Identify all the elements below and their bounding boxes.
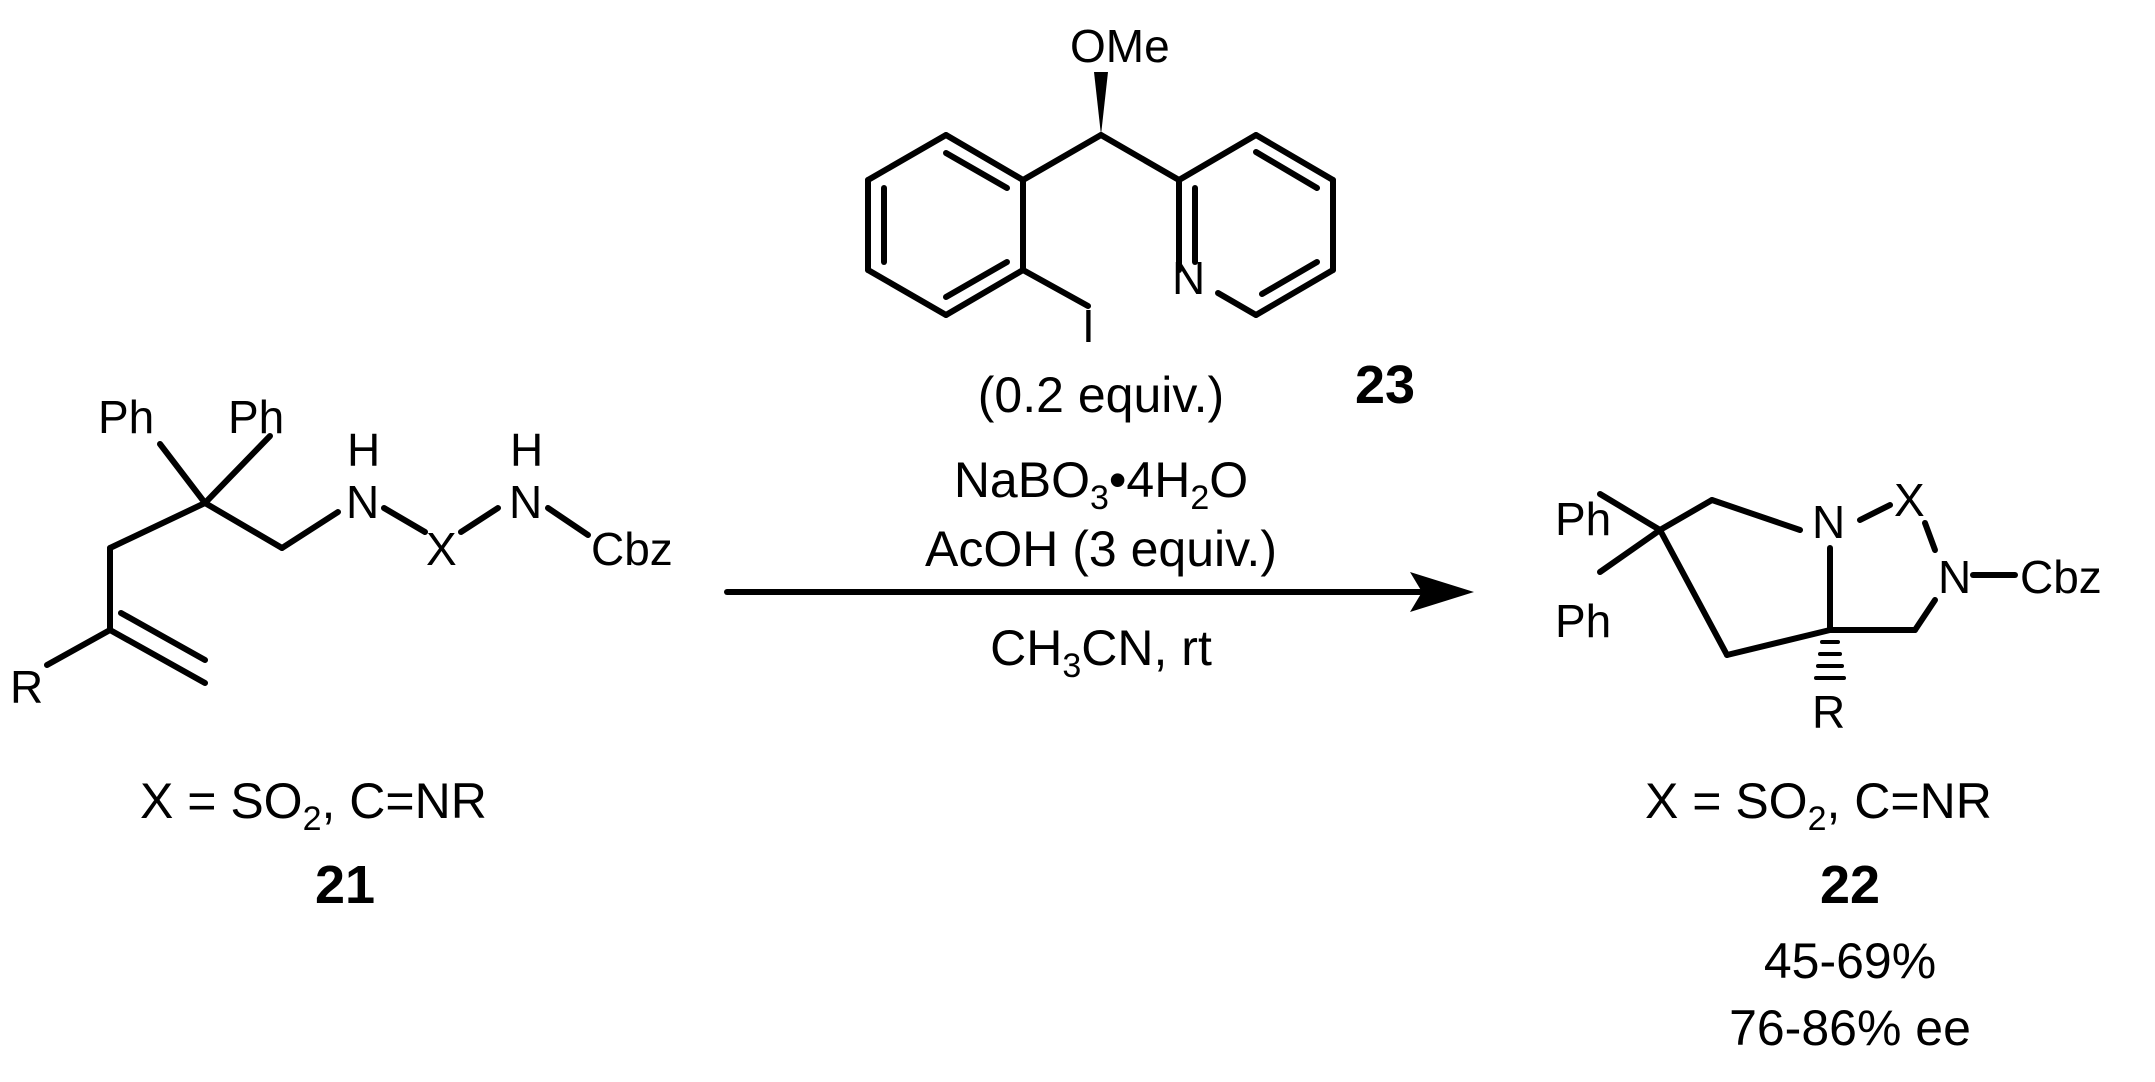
sm-cbz-group: Cbz xyxy=(591,523,673,575)
product-22: Ph Ph N X N Cbz R X = SO2, C=NR 22 45-69… xyxy=(1555,474,2102,1056)
sm-phenyl-label: Ph xyxy=(98,391,154,443)
product-n1-nitrogen: N xyxy=(1812,496,1845,548)
sm-x-group: X xyxy=(426,523,457,575)
solvent-label: CH3CN, rt xyxy=(990,620,1212,685)
ee-range: 76-86% ee xyxy=(1729,1000,1971,1056)
starting-material-21: Ph Ph H N X H N Cbz R X = SO2, C=NR 21 xyxy=(10,391,673,915)
arrow-head xyxy=(1410,572,1474,612)
pyridine-double-bond xyxy=(1253,149,1320,191)
catalyst-pyridine-nitrogen: N xyxy=(1172,252,1205,304)
benzene-bond xyxy=(865,132,949,183)
iodo-bond xyxy=(1020,267,1091,309)
pyridine-bond xyxy=(1176,132,1259,183)
yield-range: 45-69% xyxy=(1764,933,1936,989)
catalyst-methoxy-label: OMe xyxy=(1070,20,1170,72)
sm-nh-hydrogen: H xyxy=(347,424,380,476)
benzene-double-bond xyxy=(943,150,1010,191)
product-n2-nitrogen: N xyxy=(1938,551,1971,603)
benzene-bond xyxy=(943,132,1026,183)
acid-label: AcOH (3 equiv.) xyxy=(925,521,1277,577)
sm-x-definition: X = SO2, C=NR xyxy=(140,773,487,838)
pyridine-bond xyxy=(1215,290,1259,318)
hashed-wedge-bond xyxy=(1814,640,1846,680)
benzene-bond xyxy=(943,267,1026,318)
product-phenyl-label: Ph xyxy=(1555,493,1611,545)
product-x-definition: X = SO2, C=NR xyxy=(1645,773,1992,838)
sm-phenyl-label: Ph xyxy=(228,391,284,443)
pyridine-bond xyxy=(1253,267,1336,318)
benzene-double-bond xyxy=(943,259,1010,300)
solid-wedge-bond xyxy=(1094,72,1108,135)
product-x-group: X xyxy=(1894,474,1925,526)
oxidant-label: NaBO3•4H2O xyxy=(954,452,1248,517)
product-phenyl-label: Ph xyxy=(1555,595,1611,647)
compound-number-23: 23 xyxy=(1355,355,1415,415)
product-cbz-group: Cbz xyxy=(2020,551,2102,603)
compound-number-21: 21 xyxy=(315,855,375,915)
sm-nh-nitrogen: N xyxy=(346,476,379,528)
benzylic-bond xyxy=(1098,132,1182,183)
compound-number-22: 22 xyxy=(1820,855,1880,915)
benzylic-bond xyxy=(1020,132,1104,183)
reaction-arrow xyxy=(724,572,1474,612)
catalyst-loading: (0.2 equiv.) xyxy=(978,367,1224,423)
product-bonds xyxy=(1597,491,2018,658)
pyridine-bond xyxy=(1253,132,1336,183)
benzene-bond xyxy=(865,267,949,318)
sm-nh-hydrogen: H xyxy=(510,424,543,476)
sm-r-group: R xyxy=(10,661,43,713)
catalyst-iodo-label: I xyxy=(1082,300,1095,352)
pyridine-double-bond xyxy=(1259,259,1320,297)
sm-bonds xyxy=(44,433,591,686)
product-r-group: R xyxy=(1812,686,1845,738)
sm-nh-nitrogen: N xyxy=(509,476,542,528)
